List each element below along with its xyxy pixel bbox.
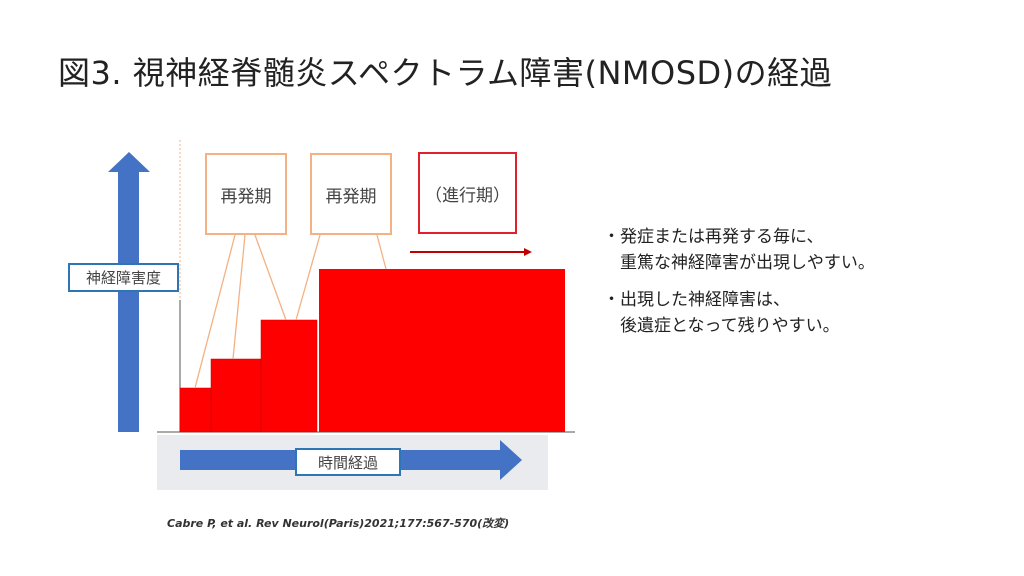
- bullet-2: ・出現した神経障害は、 後遺症となって残りやすい。: [603, 287, 840, 339]
- bullet-1-line-1: ・発症または再発する毎に、: [603, 227, 824, 247]
- x-axis-label: 時間経過: [295, 448, 401, 476]
- relapse-box-1: 再発期: [205, 153, 287, 235]
- relapse-connector-lines: [194, 234, 387, 389]
- citation: Cabre P, et al. Rev Neurol(Paris)2021;17…: [167, 517, 510, 530]
- bullet-1: ・発症または再発する毎に、 重篤な神経障害が出現しやすい。: [603, 224, 875, 276]
- bullet-2-line-1: ・出現した神経障害は、: [603, 290, 790, 310]
- disability-step-4: [319, 269, 565, 432]
- y-axis-arrow-icon: [108, 152, 150, 432]
- bullet-1-line-2: 重篤な神経障害が出現しやすい。: [603, 253, 875, 273]
- disability-step-2: [210, 358, 262, 433]
- progressive-box: （進行期）: [418, 152, 517, 234]
- relapse-box-2: 再発期: [310, 153, 392, 235]
- slide-title: 図3. 視神経脊髄炎スペクトラム障害(NMOSD)の経過: [58, 54, 833, 92]
- disability-step-3: [260, 319, 318, 433]
- y-axis-label: 神経障害度: [68, 263, 179, 292]
- bullet-2-line-2: 後遺症となって残りやすい。: [603, 316, 840, 336]
- progression-arrow-icon: [524, 248, 532, 256]
- disability-step-1: [179, 387, 212, 433]
